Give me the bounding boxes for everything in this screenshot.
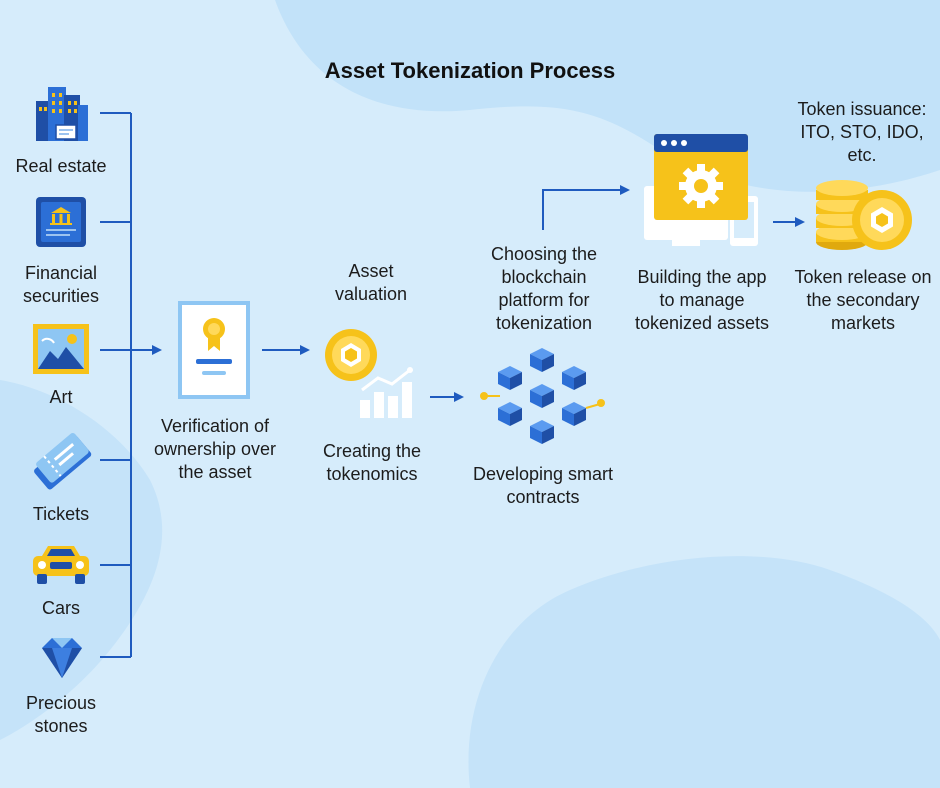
arrow-to-app	[542, 185, 630, 230]
coin-stack-icon	[816, 180, 912, 250]
step-label-tokenomics: Creating the tokenomics	[322, 441, 422, 484]
cube-block	[530, 348, 554, 372]
cube-block	[530, 384, 554, 408]
step-label-app: Building the app to manage tokenized ass…	[634, 267, 770, 333]
step-label-issuance: Token issuance: ITO, STO, IDO, etc.	[797, 99, 927, 165]
asset-label-real-estate: Real estate	[15, 156, 107, 176]
bank-document-icon	[36, 197, 86, 247]
cube-block	[498, 402, 522, 426]
blockchain-cubes-icon	[480, 348, 605, 444]
coin-icon	[325, 329, 377, 381]
asset-label-cars: Cars	[41, 598, 80, 618]
cube-block	[530, 420, 554, 444]
gem-icon	[42, 638, 82, 678]
page-title: Asset Tokenization Process	[324, 58, 616, 83]
app-settings-icon	[644, 134, 758, 246]
step-label-smart-contracts: Developing smart contracts	[472, 464, 614, 507]
step-label-blockchain: Choosing the blockchain platform for tok…	[490, 244, 598, 333]
cube-node-dot	[597, 399, 605, 407]
bar-chart-icon	[360, 367, 413, 418]
asset-label-precious-stones: Precious stones	[25, 693, 97, 736]
certificate-icon	[178, 301, 250, 399]
cube-node-dot	[480, 392, 488, 400]
cube-block	[562, 366, 586, 390]
painting-icon	[33, 324, 89, 374]
asset-label-art: Art	[49, 387, 73, 407]
step-label-valuation: Asset valuation	[334, 261, 408, 304]
cube-block	[562, 402, 586, 426]
cube-block	[498, 366, 522, 390]
asset-label-financial-securities: Financial securities	[22, 263, 100, 306]
asset-label-tickets: Tickets	[32, 504, 90, 524]
ticket-icon	[34, 432, 92, 490]
building-icon	[36, 87, 88, 141]
step-label-verification: Verification of ownership over the asset	[153, 416, 277, 482]
car-icon	[33, 546, 89, 584]
step-label-release: Token release on the secondary markets	[794, 267, 932, 333]
